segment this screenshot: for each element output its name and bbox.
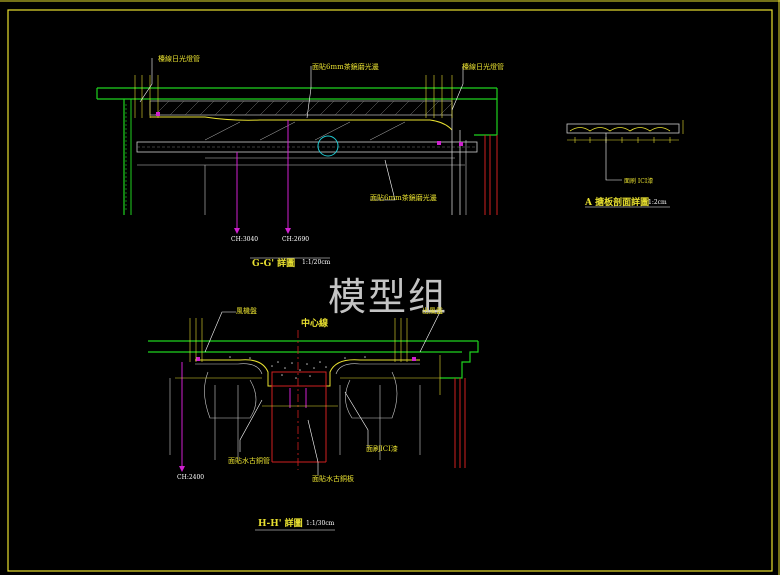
gg-title: G-G' 詳圖 bbox=[252, 259, 296, 269]
a-title: A 搪板剖面詳圖 bbox=[585, 198, 650, 208]
gg-dim-left: CH:3040 bbox=[231, 236, 259, 243]
watermark-text: 模型组 bbox=[328, 275, 449, 319]
gg-label-top-mid: 面貼6mm茶鏡磨光邊 bbox=[312, 63, 379, 71]
a-scale: 1:2cm bbox=[648, 199, 667, 206]
hh-label-bottom-mid: 面貼水古銅板 bbox=[312, 475, 354, 483]
detail-a-drawing bbox=[566, 120, 684, 208]
hh-scale: 1:1/30cm bbox=[306, 520, 335, 527]
gg-dim-mid: CH:2690 bbox=[282, 236, 310, 243]
detail-gg-drawing bbox=[96, 58, 498, 259]
drawing-frame bbox=[7, 9, 773, 572]
hh-label-bottom-left: 面貼水古銅管 bbox=[228, 457, 270, 465]
gg-scale: 1:1/20cm bbox=[302, 259, 331, 266]
detail-hh-drawing bbox=[148, 311, 479, 531]
hh-title: H-H' 詳圖 bbox=[258, 519, 303, 529]
hh-label-left-top: 風機盤 bbox=[236, 307, 257, 315]
a-note: 面刷 ICI漆 bbox=[624, 178, 654, 185]
hh-label-right-top: 出風盤 bbox=[422, 307, 443, 315]
gg-label-top-right: 檯線日光燈管 bbox=[462, 63, 504, 71]
hh-dim-left: CH:2400 bbox=[177, 474, 205, 481]
hh-center-line-label: 中心線 bbox=[301, 319, 329, 329]
hh-label-bottom-right: 面刷ICI漆 bbox=[366, 445, 398, 453]
gg-label-top-left: 檯線日光燈管 bbox=[158, 55, 200, 63]
gg-label-bottom-right: 面貼6mm茶鏡磨光邊 bbox=[370, 194, 437, 202]
